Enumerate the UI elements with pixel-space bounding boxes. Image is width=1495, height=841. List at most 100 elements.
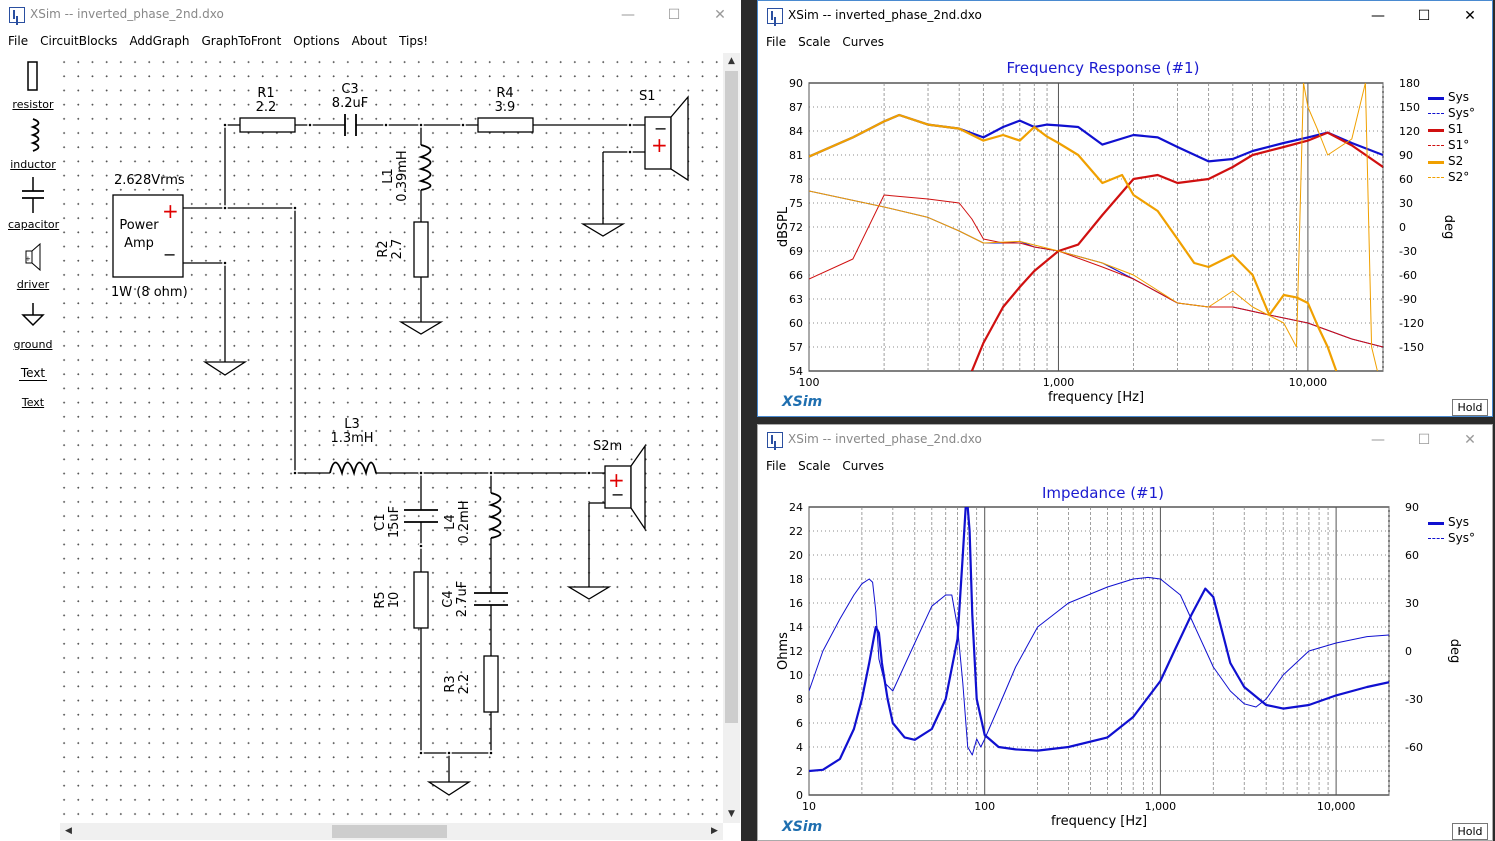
tool-text-box[interactable]: Text xyxy=(18,366,48,381)
minimize-button[interactable]: — xyxy=(1371,8,1385,24)
menu-addgraph[interactable]: AddGraph xyxy=(129,34,190,48)
legend-swatch xyxy=(1428,522,1444,525)
legend-item[interactable]: Sys xyxy=(1428,90,1488,106)
menu-about[interactable]: About xyxy=(351,34,388,48)
x-tick-label: 1,000 xyxy=(1145,800,1177,813)
menu-scale[interactable]: Scale xyxy=(798,35,831,49)
y-tick-label: 16 xyxy=(789,597,803,610)
freq-titlebar[interactable]: XSim -- inverted_phase_2nd.dxo — ☐ ✕ xyxy=(758,1,1492,31)
legend-swatch xyxy=(1428,538,1444,539)
legend-item[interactable]: S1 xyxy=(1428,122,1488,138)
tool-text[interactable]: Text xyxy=(21,396,45,409)
y-tick-label: 84 xyxy=(789,125,803,138)
y-tick-label: 87 xyxy=(789,101,803,114)
tool-inductor[interactable]: inductor xyxy=(8,117,58,171)
grid-lines xyxy=(808,83,1384,371)
x-tick-label: 1,000 xyxy=(1043,376,1075,389)
schematic-menubar: File CircuitBlocks AddGraph GraphToFront Opt… xyxy=(0,30,741,52)
y-tick-label: 0 xyxy=(796,789,803,802)
menu-circuitblocks[interactable]: CircuitBlocks xyxy=(40,34,118,48)
menu-file[interactable]: File xyxy=(8,34,29,48)
minimize-button[interactable]: — xyxy=(1371,432,1385,448)
menu-curves[interactable]: Curves xyxy=(842,35,885,49)
circuit-diagram xyxy=(112,95,689,796)
schematic-window-title: XSim -- inverted_phase_2nd.dxo xyxy=(30,7,224,21)
menu-options[interactable]: Options xyxy=(293,34,340,48)
close-button[interactable]: ✕ xyxy=(714,7,726,23)
y-tick-label: 22 xyxy=(789,525,803,538)
menu-graphtofront[interactable]: GraphToFront xyxy=(201,34,282,48)
y-tick-label: 81 xyxy=(789,149,803,162)
capacitor-icon xyxy=(22,177,44,213)
tool-driver[interactable]: + driver xyxy=(8,241,58,291)
schematic-titlebar[interactable]: XSim -- inverted_phase_2nd.dxo — ☐ ✕ xyxy=(0,0,741,30)
x-axis-label: frequency [Hz] xyxy=(1048,390,1144,405)
speaker-s2 xyxy=(604,465,632,509)
s2-label: S2m xyxy=(593,439,623,454)
x-axis-label: frequency [Hz] xyxy=(1051,814,1147,829)
menu-tips[interactable]: Tips! xyxy=(399,34,429,48)
legend-item[interactable]: S2 xyxy=(1428,154,1488,170)
legend-item[interactable]: Sys xyxy=(1428,515,1488,531)
scroll-up-button[interactable]: ▲ xyxy=(723,53,740,70)
menu-curves[interactable]: Curves xyxy=(842,459,885,473)
vertical-scrollbar[interactable]: ▲ ▼ xyxy=(723,53,740,823)
imp-titlebar[interactable]: XSim -- inverted_phase_2nd.dxo — ☐ ✕ xyxy=(758,425,1492,455)
minimize-button[interactable]: — xyxy=(621,7,635,23)
horizontal-scrollbar[interactable]: ◀ ▶ xyxy=(60,823,723,840)
maximize-button[interactable]: ☐ xyxy=(1417,8,1431,24)
resistor-icon xyxy=(27,61,38,91)
ground-symbol xyxy=(580,223,626,237)
scroll-right-button[interactable]: ▶ xyxy=(706,823,723,840)
legend-swatch xyxy=(1428,129,1444,132)
resistor-r5 xyxy=(413,571,429,629)
maximize-button[interactable]: ☐ xyxy=(667,7,681,23)
scroll-down-button[interactable]: ▼ xyxy=(723,806,740,823)
legend-item[interactable]: S2° xyxy=(1428,170,1488,186)
legend-item[interactable]: S1° xyxy=(1428,138,1488,154)
x-tick-label: 10,000 xyxy=(1317,800,1356,813)
y-tick-label: 90 xyxy=(789,77,803,90)
legend-item[interactable]: Sys° xyxy=(1428,531,1488,547)
y2-tick-label: 90 xyxy=(1399,149,1413,162)
hold-button[interactable]: Hold xyxy=(1452,399,1488,416)
y-tick-label: 78 xyxy=(789,173,803,186)
y-tick-label: 69 xyxy=(789,245,803,258)
series-line-sys xyxy=(809,507,1389,773)
menu-file[interactable]: File xyxy=(766,459,787,473)
tool-ground[interactable]: ground xyxy=(8,301,58,351)
menu-scale[interactable]: Scale xyxy=(798,459,831,473)
tool-resistor[interactable]: resistor xyxy=(8,59,58,111)
y2-tick-label: -30 xyxy=(1399,245,1417,258)
impedance-window: XSim -- inverted_phase_2nd.dxo — ☐ ✕ Fil… xyxy=(757,424,1493,841)
legend-swatch xyxy=(1428,113,1444,114)
series-line-s1-phase xyxy=(809,194,1383,348)
scroll-left-button[interactable]: ◀ xyxy=(60,823,77,840)
horizontal-scroll-thumb[interactable] xyxy=(332,825,447,838)
y2-tick-label: -60 xyxy=(1405,741,1423,754)
y2-tick-label: 30 xyxy=(1405,597,1419,610)
legend-swatch xyxy=(1428,145,1444,146)
y-axis-label: Ohms xyxy=(776,632,791,670)
source-voltage-label: 2.628Vrms xyxy=(114,173,185,188)
s2-plus: + xyxy=(608,468,625,492)
vertical-scroll-thumb[interactable] xyxy=(725,71,738,723)
close-button[interactable]: ✕ xyxy=(1464,8,1476,24)
plot-area xyxy=(808,82,1384,372)
hold-button[interactable]: Hold xyxy=(1452,823,1488,840)
series-line-s1 xyxy=(970,131,1383,371)
maximize-button[interactable]: ☐ xyxy=(1417,432,1431,448)
menu-file[interactable]: File xyxy=(766,35,787,49)
x-tick-label: 100 xyxy=(974,800,995,813)
frequency-response-chart[interactable]: 9087848178757269666360575418015012090603… xyxy=(758,71,1492,411)
legend-item[interactable]: Sys° xyxy=(1428,106,1488,122)
tool-capacitor[interactable]: capacitor xyxy=(8,177,59,231)
close-button[interactable]: ✕ xyxy=(1464,432,1476,448)
